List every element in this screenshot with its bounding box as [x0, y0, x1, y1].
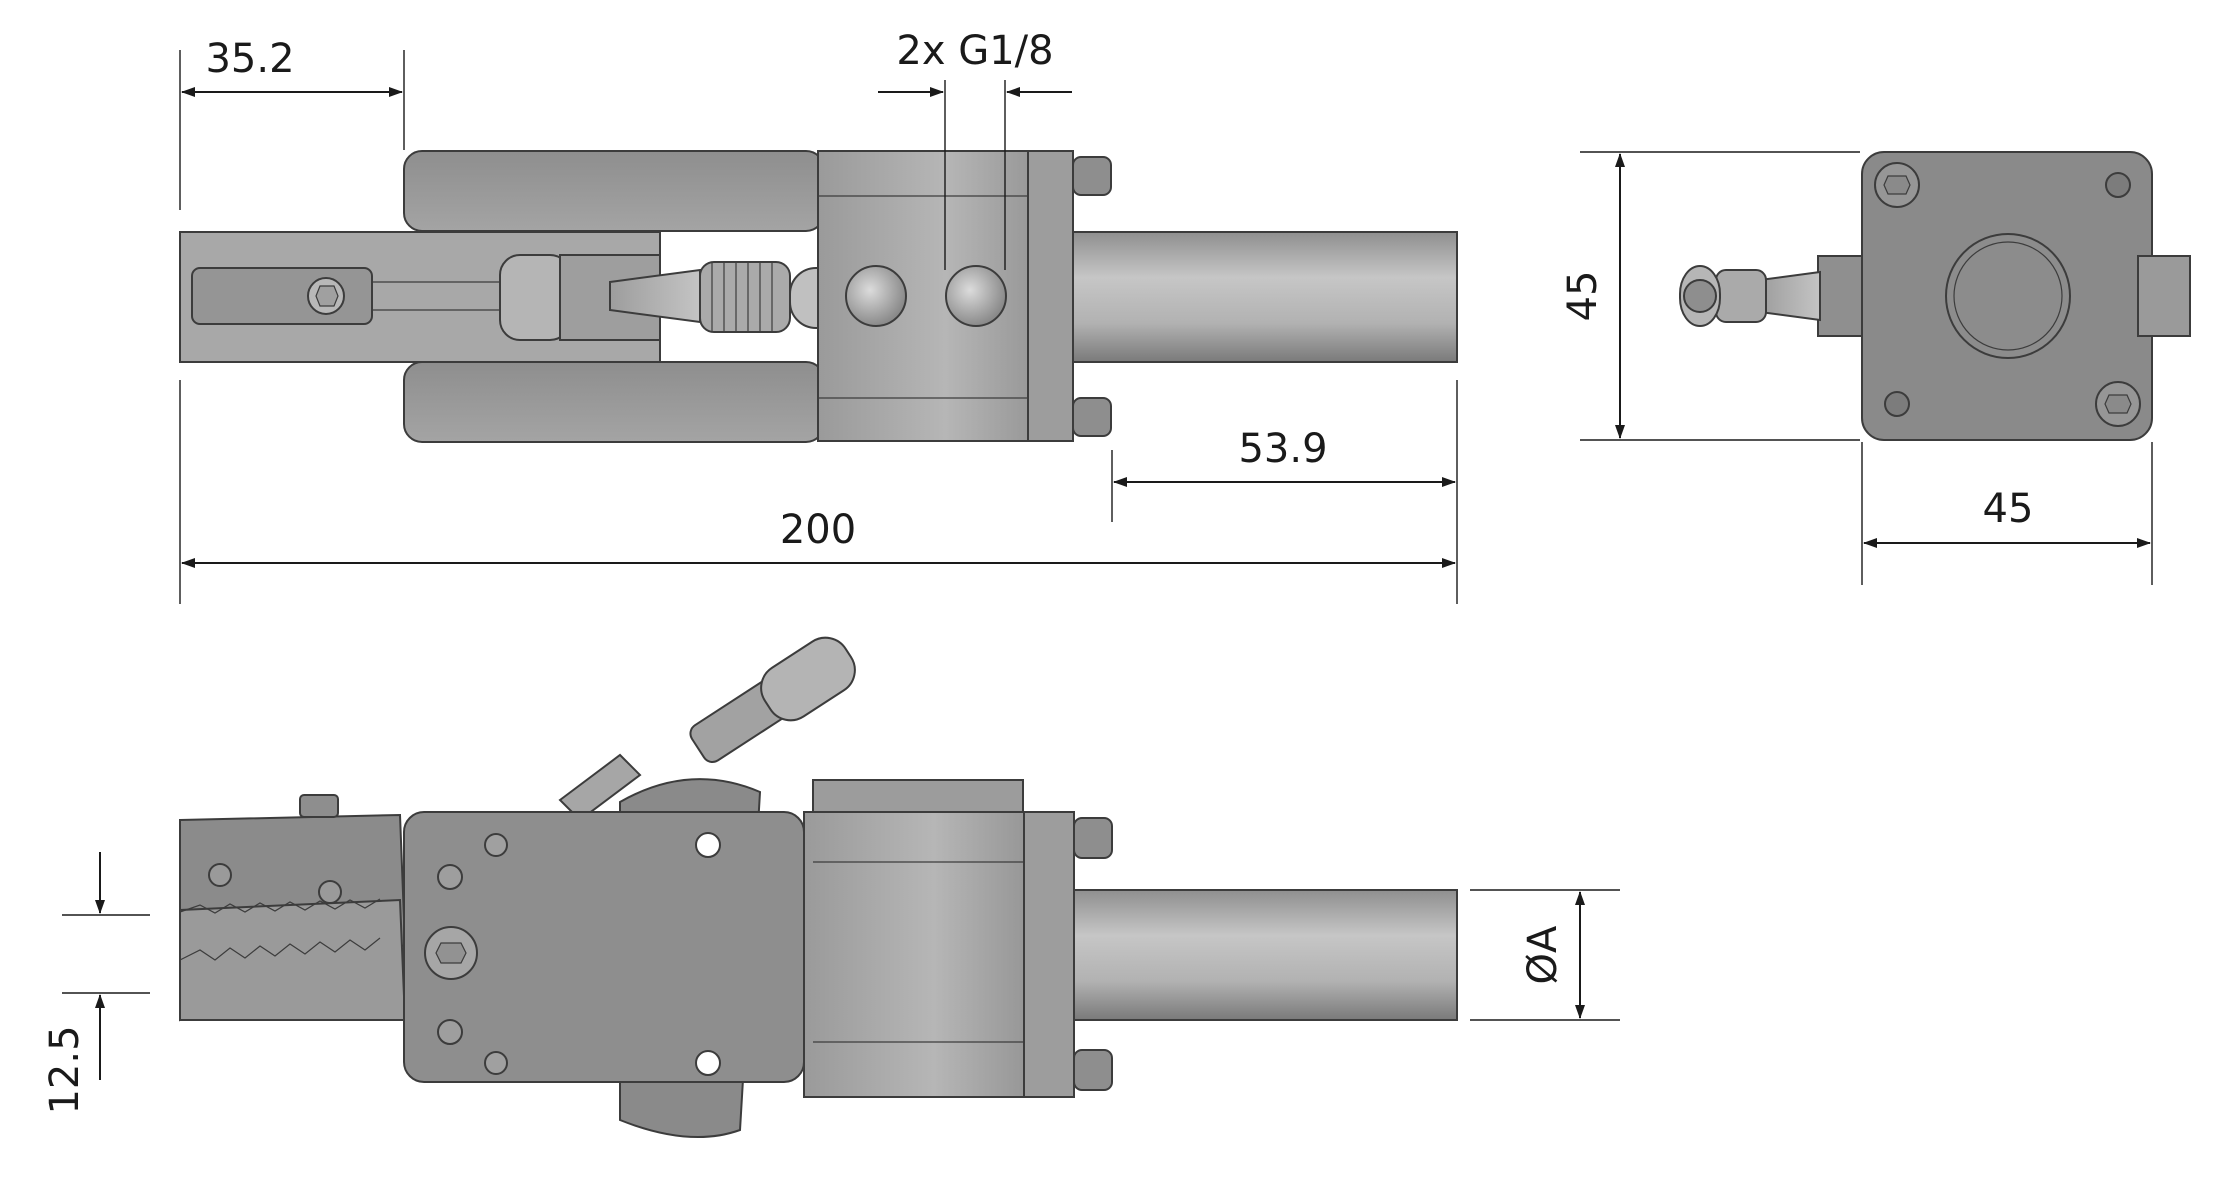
end-view: [1679, 151, 2191, 441]
dim-35-2-label: 35.2: [205, 36, 294, 82]
top-view: [179, 150, 1458, 443]
dim-diameter-label: ØA: [1520, 925, 1566, 984]
dimension-lines: [62, 50, 2153, 1080]
dim-ports-label: 2x G1/8: [896, 28, 1053, 74]
dim-12-5-label: 12.5: [42, 1025, 88, 1114]
side-view: [179, 636, 1458, 1139]
dim-45-width-label: 45: [1983, 486, 2034, 532]
dim-200-label: 200: [780, 507, 856, 553]
dim-45-height-label: 45: [1560, 271, 1606, 322]
dim-53-9-label: 53.9: [1238, 426, 1327, 472]
